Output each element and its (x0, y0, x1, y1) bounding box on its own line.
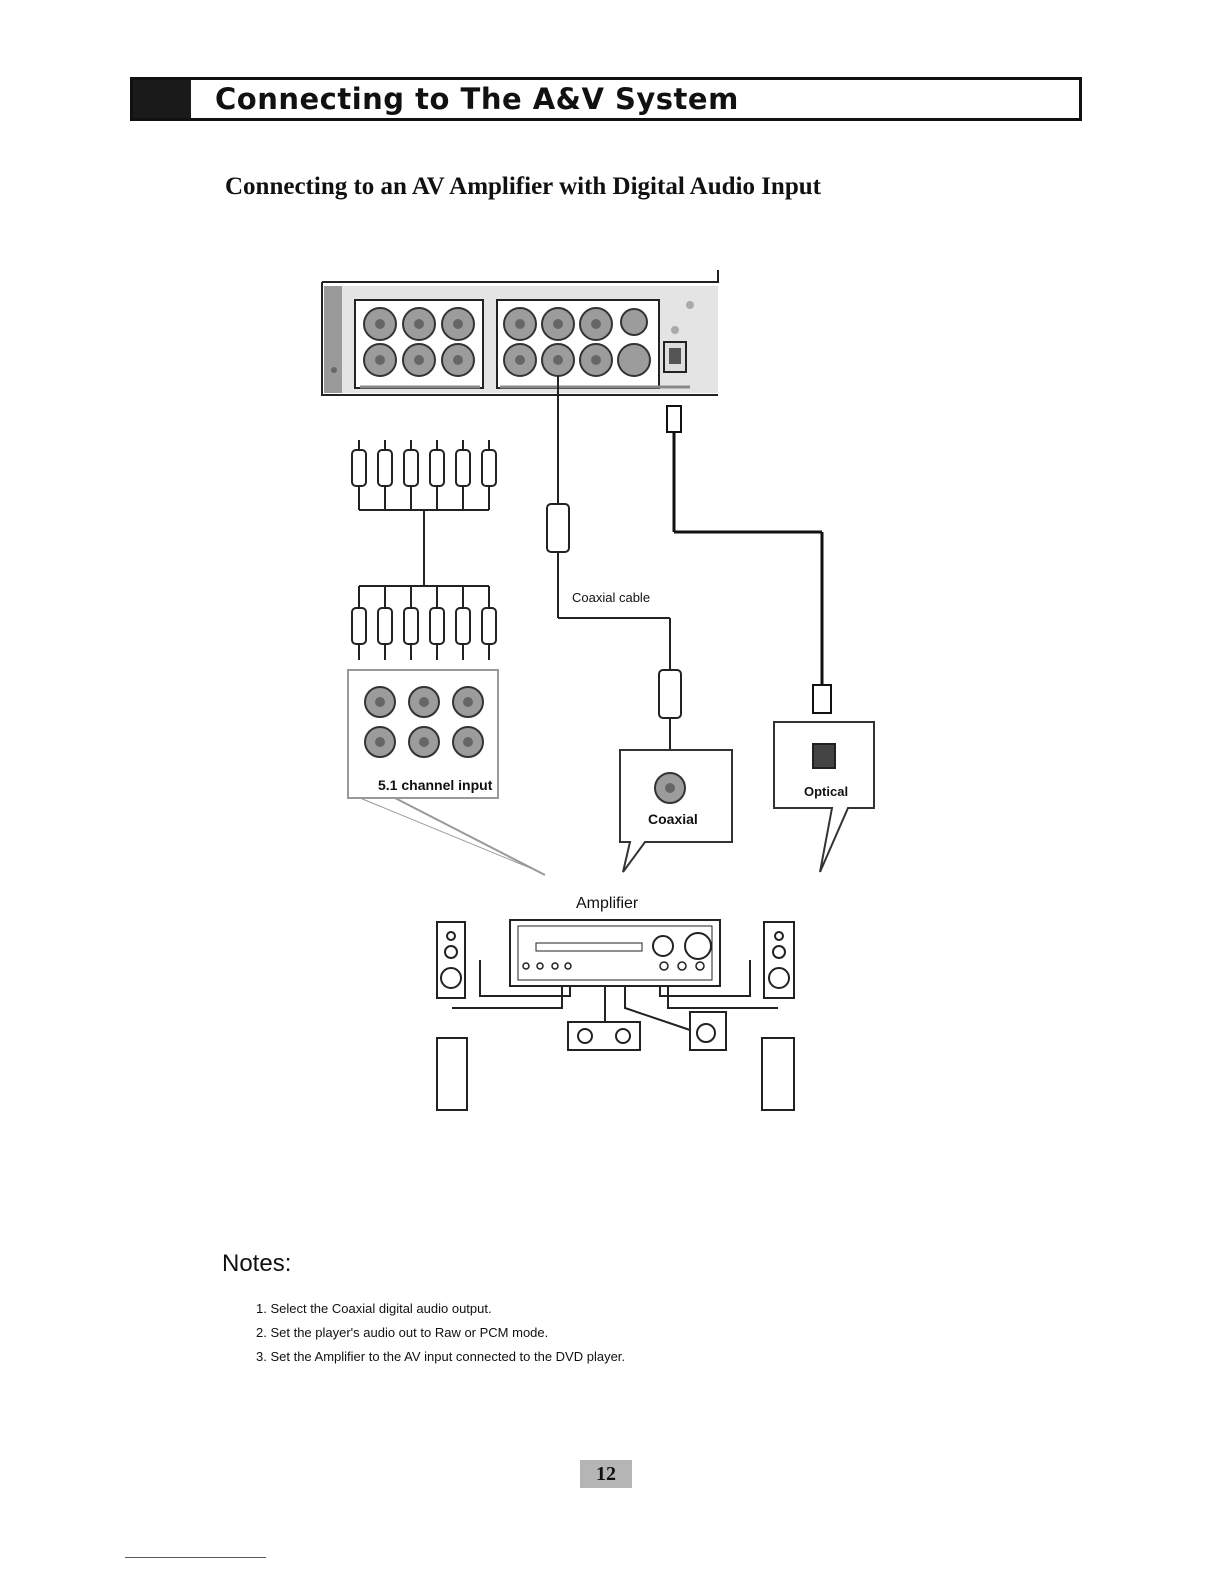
optical-input-panel: Optical (773, 721, 875, 873)
page-number: 12 (580, 1460, 632, 1488)
footer-divider (125, 1557, 266, 1558)
section-header: Connecting to The A&V System (130, 77, 1082, 121)
optical-label: Optical (804, 784, 848, 799)
page-subtitle: Connecting to an AV Amplifier with Digit… (225, 173, 821, 200)
coaxial-cable-label: Coaxial cable (572, 590, 650, 605)
amplifier-unit (509, 919, 721, 987)
notes-title: Notes: (222, 1250, 292, 1277)
speaker-wires (452, 960, 778, 1031)
dvd-player-rear-panel (321, 270, 719, 396)
coaxial-cable (546, 376, 682, 780)
note-item: 1. Select the Coaxial digital audio outp… (256, 1301, 492, 1316)
optical-cable (666, 405, 832, 714)
header-marker-block (133, 80, 191, 118)
rca-plugs-bottom-row (351, 607, 497, 645)
rca-plugs-top-row (351, 449, 497, 487)
section-title: Connecting to The A&V System (215, 82, 739, 116)
note-item: 2. Set the player's audio out to Raw or … (256, 1325, 549, 1340)
channel-input-label: 5.1 channel input (378, 777, 493, 793)
amplifier-label: Amplifier (576, 895, 639, 912)
speakers (436, 921, 795, 1111)
dvd-51-output-jacks (363, 307, 475, 377)
channel-input-panel: 5.1 channel input (347, 669, 546, 876)
note-item: 3. Set the Amplifier to the AV input con… (256, 1349, 626, 1364)
coaxial-input-panel: Coaxial (619, 749, 733, 873)
coaxial-label: Coaxial (648, 811, 698, 827)
connection-diagram: 5.1 channel input Coaxial cable Coaxial (300, 260, 920, 1130)
notes-list: 1. Select the Coaxial digital audio outp… (256, 1297, 625, 1369)
